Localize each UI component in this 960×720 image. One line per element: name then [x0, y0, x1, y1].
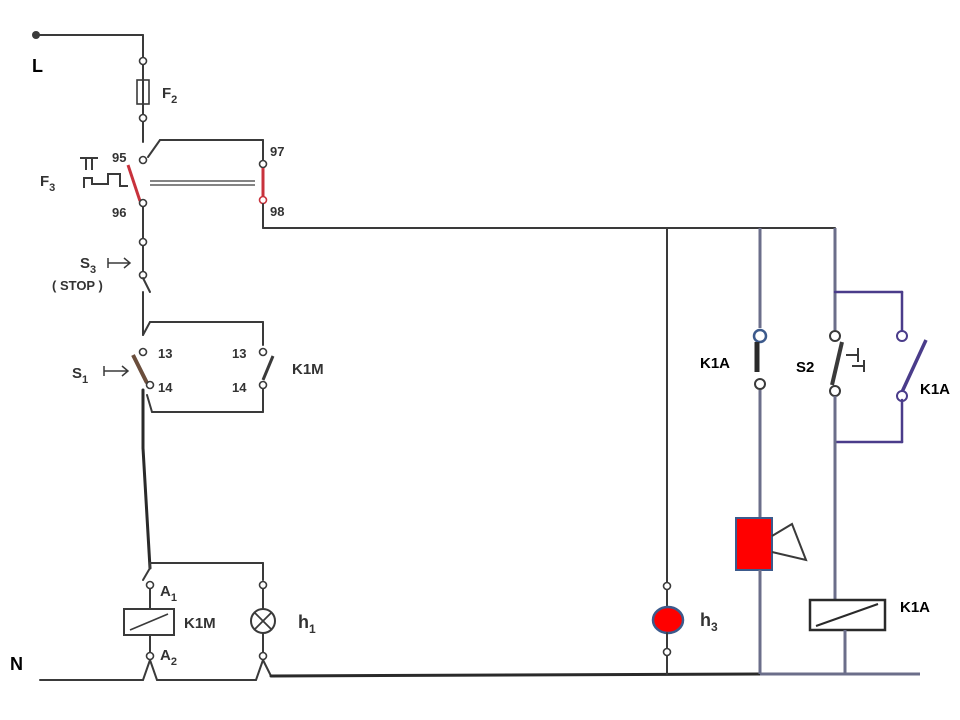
start-button-s1 [103, 299, 275, 413]
label-k1a-left: K1A [700, 355, 730, 372]
label-95: 95 [112, 150, 126, 165]
label-98: 98 [270, 204, 284, 219]
label-13b: 13 [232, 346, 246, 361]
lamp-icon [250, 580, 276, 681]
line-l-supply [32, 31, 144, 59]
label-a2: A2 [160, 647, 177, 668]
label-s1: S1 [72, 365, 88, 386]
label-s2: S2 [796, 359, 814, 376]
label-n: N [10, 654, 23, 674]
label-s3: S3 [80, 255, 96, 276]
label-k1m-contact: K1M [292, 361, 324, 378]
label-l: L [32, 56, 43, 76]
s2-button [829, 290, 928, 444]
label-stop: ( STOP ) [52, 278, 103, 293]
label-a1: A1 [160, 583, 177, 604]
label-k1a-coil: K1A [900, 599, 930, 616]
fuse-icon [136, 56, 150, 123]
label-96: 96 [112, 205, 126, 220]
label-k1m-coil: K1M [184, 615, 216, 632]
wire-to-a1 [141, 446, 152, 570]
label-14a: 14 [158, 380, 173, 395]
label-f3: F3 [40, 173, 55, 194]
label-k1a-right: K1A [920, 381, 950, 398]
label-97: 97 [270, 144, 284, 159]
label-f2: F2 [162, 85, 177, 106]
signal-lamp-icon [651, 581, 685, 675]
coil-icon [123, 562, 264, 681]
stop-button-s3 [107, 237, 151, 301]
coil-icon [808, 598, 887, 632]
horn-icon [735, 517, 808, 571]
overload-relay-f3 [80, 121, 268, 208]
label-13a: 13 [158, 346, 172, 361]
label-h3: h3 [700, 610, 718, 634]
label-h1: h1 [298, 612, 316, 636]
wire-neutral-bottom [269, 672, 762, 678]
label-14b: 14 [232, 380, 247, 395]
k1a-contact-left [752, 328, 768, 390]
